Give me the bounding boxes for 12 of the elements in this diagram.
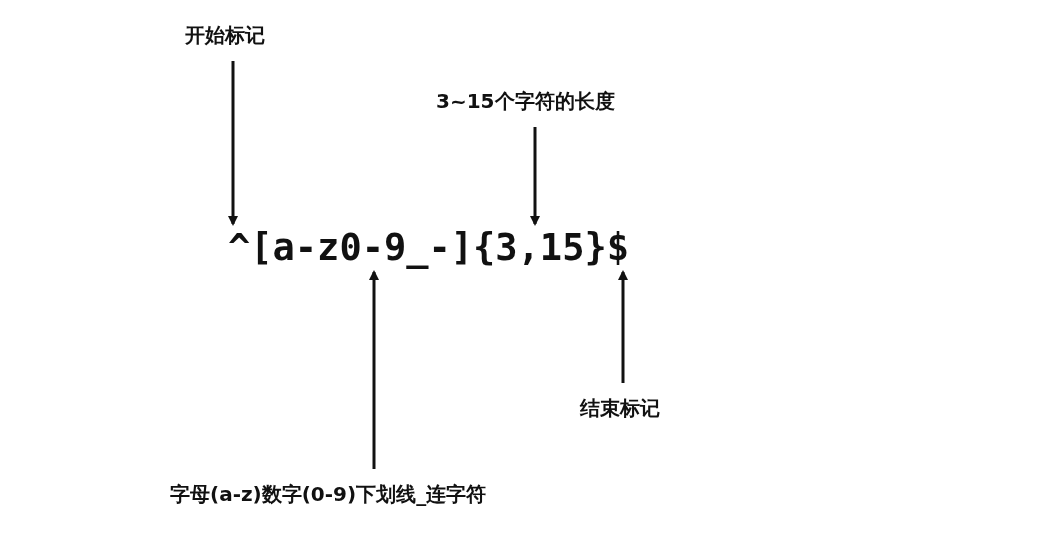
regex-part: ^ [228,226,251,270]
arrow [369,270,379,469]
arrow [228,61,238,226]
annotation-text: 字母(a-z)数字(0-9)下划线_连字符 [170,481,487,508]
arrow [618,270,628,383]
regex-part: [a-z0-9_-] [250,226,474,270]
regex-part: {3,15} [473,226,607,270]
annotation-text: 开始标记 [185,22,265,49]
annotation-text: 3~15个字符的长度 [436,88,615,115]
regex-part: $ [606,226,629,270]
annotation-text: 结束标记 [580,395,660,422]
arrow [530,127,540,226]
